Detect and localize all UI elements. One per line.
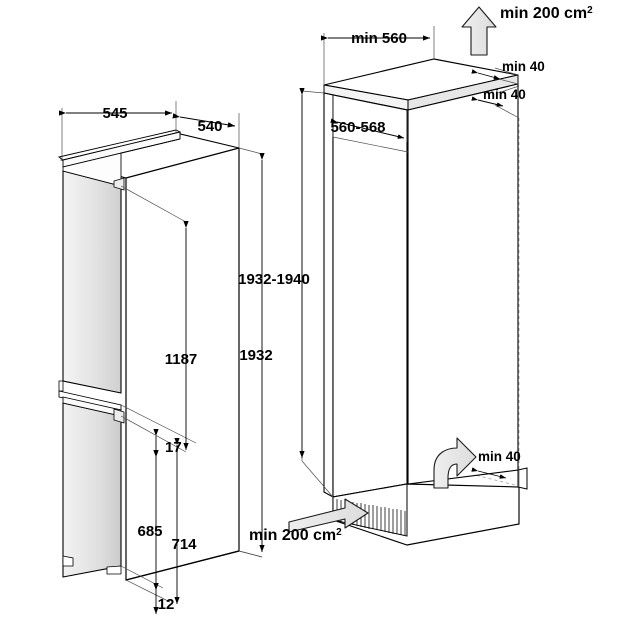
fridge-door-handle bbox=[113, 177, 125, 191]
niche-view: min 560 560-568 1932-1940 min 40 min 40 … bbox=[238, 5, 593, 546]
niche-dimension-lines bbox=[299, 35, 507, 479]
dim-line-min40-top-front bbox=[471, 69, 501, 80]
dim-line-540 bbox=[172, 113, 236, 128]
dim-line-560-568 bbox=[330, 118, 405, 139]
dim-line-min40-top-rear bbox=[471, 96, 504, 107]
freezer-door bbox=[58, 380, 125, 578]
appliance-foot-left bbox=[62, 555, 74, 567]
dim-label-540: 540 bbox=[197, 118, 222, 135]
dim-label-17: 17 bbox=[165, 439, 182, 456]
dim-label-560-568: 560-568 bbox=[330, 119, 385, 136]
dim-label-12: 12 bbox=[158, 596, 175, 613]
dim-label-1932: 1932 bbox=[239, 347, 272, 364]
vent-area-top-label: min 200 cm2 bbox=[500, 5, 593, 22]
dim-label-min40-bottom: min 40 bbox=[478, 449, 521, 464]
freezer-door-panel bbox=[62, 402, 122, 578]
vent-area-top-sup: 2 bbox=[587, 5, 593, 16]
cabinet-bottom-edge bbox=[125, 550, 240, 581]
dim-line-min40-bottom bbox=[471, 467, 507, 479]
dim-label-1187: 1187 bbox=[165, 351, 198, 368]
arrow-up-bottom bbox=[433, 437, 477, 489]
dim-label-714: 714 bbox=[171, 536, 197, 553]
fridge-door bbox=[57, 129, 182, 394]
niche-top-slab bbox=[323, 58, 519, 111]
vent-area-bottom-sup: 2 bbox=[336, 527, 342, 538]
appliance-dimension-lines bbox=[58, 110, 265, 614]
niche-right-base-step bbox=[517, 467, 528, 490]
door-gap-step bbox=[58, 380, 64, 392]
appliance-foot-right bbox=[106, 565, 122, 575]
vent-area-top-value: min 200 cm bbox=[500, 5, 587, 22]
arrow-up-top bbox=[461, 6, 497, 56]
dim-label-685: 685 bbox=[137, 523, 162, 540]
fridge-door-panel bbox=[62, 170, 122, 394]
vent-area-bottom-value: min 200 cm bbox=[249, 527, 336, 544]
niche-front-panel bbox=[332, 94, 408, 498]
niche-left-wall bbox=[323, 92, 334, 498]
appliance-view: 545 540 1187 17 685 714 1932 12 bbox=[57, 101, 273, 614]
niche-right-face bbox=[407, 83, 519, 485]
airflow-arrow-top bbox=[461, 6, 497, 56]
dim-label-min560: min 560 bbox=[351, 30, 407, 47]
dim-label-niche-height: 1932-1940 bbox=[238, 271, 310, 288]
arrow-into-grille bbox=[288, 498, 369, 533]
dim-label-545: 545 bbox=[102, 105, 127, 122]
niche-body bbox=[323, 83, 528, 498]
dim-label-min40-top-rear: min 40 bbox=[483, 87, 526, 102]
dim-label-min40-top-front: min 40 bbox=[502, 59, 545, 74]
airflow-arrow-grille bbox=[288, 498, 369, 533]
fridge-door-bevel bbox=[62, 138, 181, 187]
vent-area-bottom-label: min 200 cm2 bbox=[249, 527, 342, 544]
airflow-arrow-bottom-interior bbox=[433, 437, 477, 489]
freezer-door-handle bbox=[113, 408, 125, 424]
